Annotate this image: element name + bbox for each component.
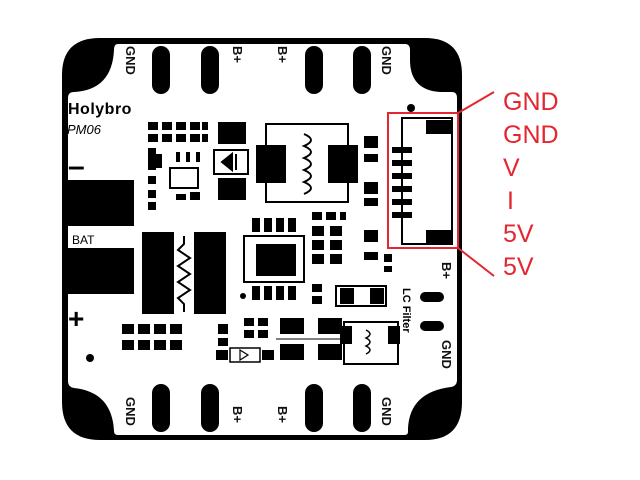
- connector-pin-label: I: [507, 187, 514, 215]
- solder-pad: [152, 384, 170, 432]
- diode-outline: [213, 149, 249, 175]
- connector-pin-label: GND: [503, 88, 559, 116]
- connector-lock-tab: [426, 120, 452, 134]
- battery-negative-pad: [64, 180, 134, 226]
- bat-label: BAT: [72, 233, 95, 247]
- coil-icon: [301, 133, 312, 195]
- ic-chip: [169, 167, 199, 189]
- top-pin-label: GND: [379, 46, 394, 75]
- connector-pins: [392, 147, 412, 218]
- smd-cluster: [148, 122, 208, 210]
- bottom-pin-label: B+: [275, 406, 290, 423]
- resistor-zigzag-icon: [176, 236, 192, 312]
- plus-symbol: +: [68, 303, 84, 334]
- connector-pin-label: V: [503, 154, 520, 182]
- fiducial-dot: [407, 104, 415, 112]
- solder-pad: [305, 46, 323, 94]
- connector-highlight-box: [387, 112, 459, 249]
- inductor-pad: [328, 145, 358, 183]
- diode-body: [218, 178, 246, 200]
- diode-symbol-icon: [220, 151, 237, 173]
- top-pin-label: GND: [123, 46, 138, 75]
- minus-symbol: –: [68, 150, 85, 183]
- model-label: PM06: [67, 122, 102, 137]
- solder-pad: [305, 384, 323, 432]
- capacitor-column: [364, 136, 378, 260]
- right-pin-label: GND: [439, 340, 454, 369]
- small-diode-pad: [262, 350, 274, 360]
- pad: [148, 154, 162, 168]
- mounting-hole: [67, 43, 109, 85]
- solder-pad: [201, 46, 219, 94]
- callout-leader: [457, 91, 495, 114]
- mounting-hole: [414, 43, 456, 85]
- smd-cluster: [122, 324, 182, 350]
- connector-pin-label: 5V: [503, 253, 534, 281]
- small-diode-pad: [216, 350, 228, 360]
- smd-grid: [312, 212, 392, 304]
- solder-pad: [353, 384, 371, 432]
- capacitor-pad: [340, 288, 354, 304]
- inductor-pad: [256, 145, 286, 183]
- regulator-ic: [252, 218, 296, 300]
- connector-pin-label: GND: [503, 121, 559, 149]
- solder-pad: [420, 292, 444, 302]
- shunt-pad: [194, 232, 226, 314]
- right-pin-label: B+: [439, 262, 454, 279]
- mounting-hole: [67, 392, 109, 434]
- capacitor-outline: [335, 285, 387, 307]
- smd-cluster: [218, 318, 268, 346]
- top-pin-label: B+: [275, 46, 290, 63]
- shunt-pad: [142, 232, 174, 314]
- bottom-pin-label: GND: [123, 397, 138, 426]
- solder-pad: [201, 384, 219, 432]
- battery-positive-pad: [64, 248, 134, 294]
- capacitor-pad: [370, 288, 384, 304]
- diode-symbol-icon: [239, 348, 250, 362]
- pin1-dot: [240, 293, 246, 299]
- regulator-outline: [243, 235, 305, 283]
- brand-logo: Holybro: [68, 101, 132, 118]
- lc-inductor-pad: [388, 326, 400, 344]
- top-pin-label: B+: [230, 46, 245, 63]
- mounting-hole: [414, 392, 456, 434]
- solder-pad: [152, 46, 170, 94]
- diode-body: [218, 122, 246, 144]
- solder-pad: [353, 46, 371, 94]
- capacitor-row: [276, 318, 346, 360]
- bottom-pin-label: GND: [379, 397, 394, 426]
- fiducial-dot: [86, 354, 94, 362]
- connector-pin-label: 5V: [503, 220, 534, 248]
- callout-leader: [457, 247, 495, 277]
- lc-filter-label: LC Filter: [400, 288, 412, 333]
- small-diode-outline: [229, 347, 261, 363]
- bottom-pin-label: B+: [230, 406, 245, 423]
- coil-icon: [364, 329, 371, 355]
- connector-lock-tab: [426, 230, 452, 244]
- solder-pad: [420, 321, 444, 331]
